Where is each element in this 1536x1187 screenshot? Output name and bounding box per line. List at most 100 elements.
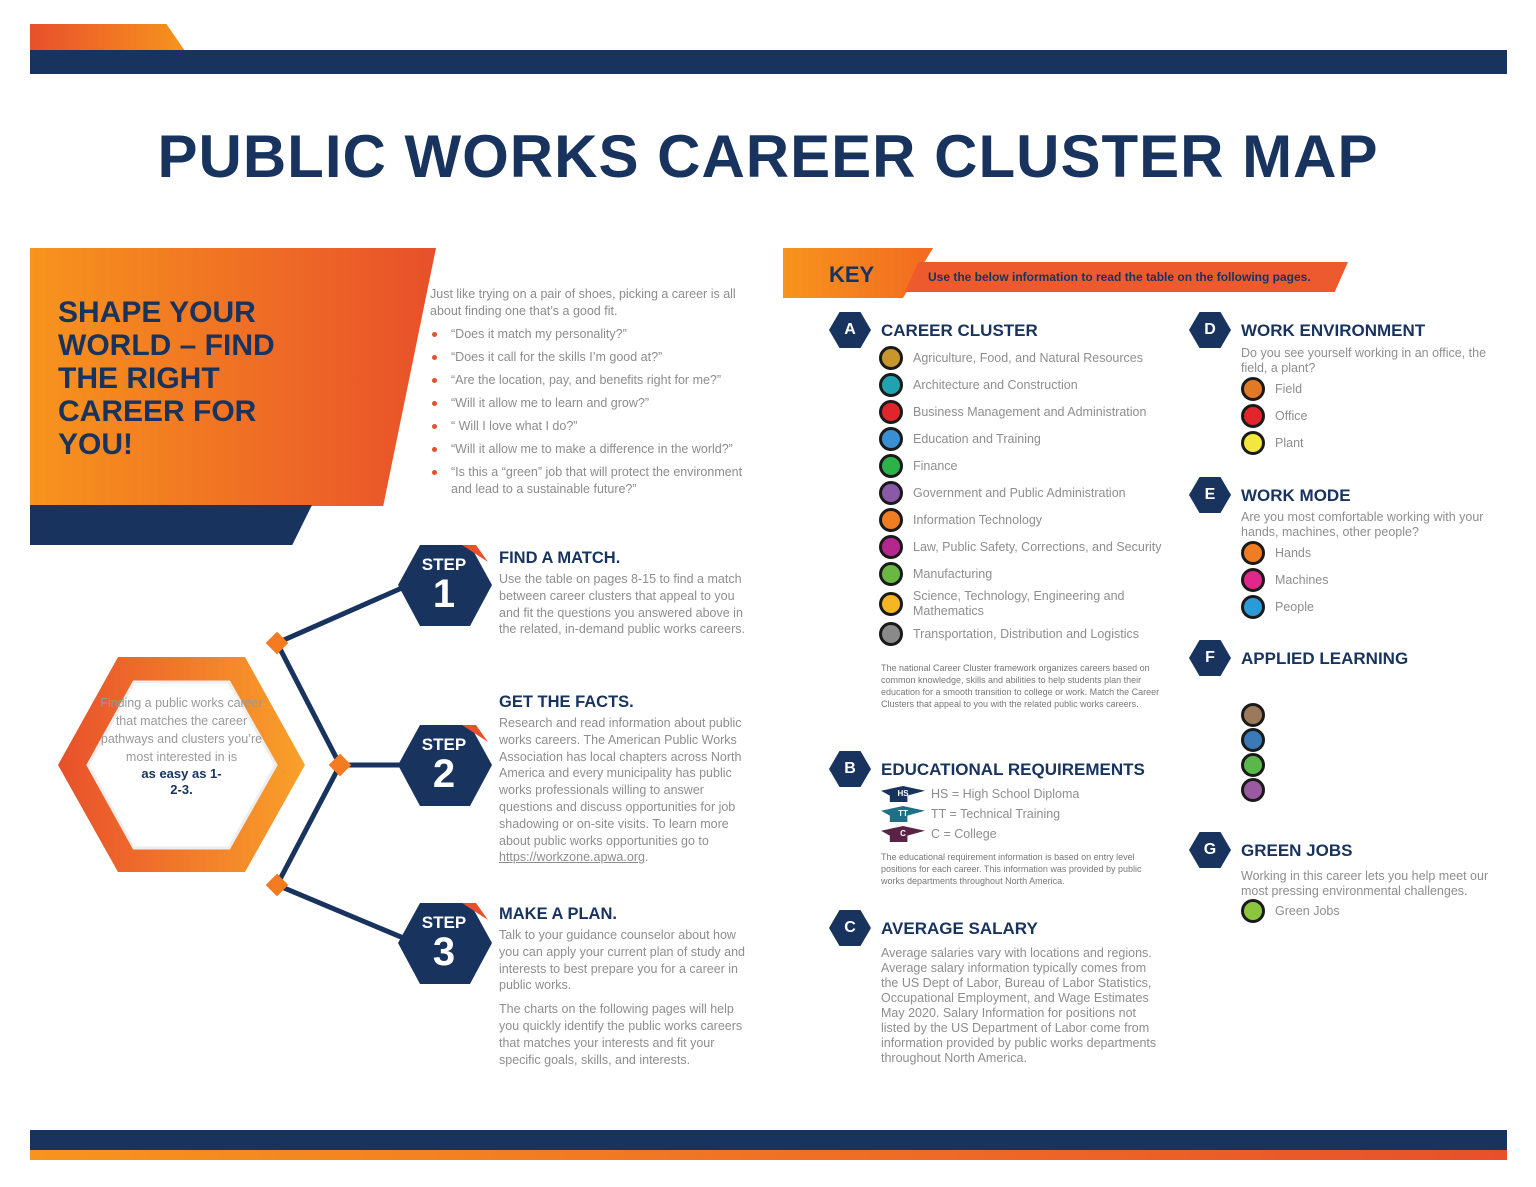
banner-heading: SHAPE YOUR WORLD – FIND THE RIGHT CAREER… [58,296,275,461]
top-navy-bar [30,50,1507,74]
legend-label: Business Management and Administration [913,404,1147,419]
step-hexagons [398,545,492,984]
legend-item: Information Technology [879,508,1169,532]
legend-label: Architecture and Construction [913,377,1078,392]
question-item: “Does it match my personality?” [430,326,760,343]
field-icon [1241,377,1265,401]
legend-item: Business Management and Administration [879,400,1169,424]
work-environment-heading: WORK ENVIRONMENT [1241,321,1426,340]
work-environment-question: Do you see yourself working in an office… [1241,346,1487,375]
banner-orange [30,248,436,506]
legend-item: Agriculture, Food, and Natural Resources [879,346,1169,370]
green-jobs-list: Green Jobs [1241,899,1340,923]
legend-item: Field [1241,377,1307,401]
step-3-badge: STEP 3 [410,913,478,972]
step-heading: MAKE A PLAN. [499,905,617,923]
hexagon-text: Finding a public works career that match… [100,694,263,798]
legend-item: Plant [1241,431,1307,455]
section-f-badge: F [1189,640,1231,676]
legend-item: People [1241,595,1329,619]
section-g-badge: G [1189,832,1231,868]
salary-text: Average salaries vary with locations and… [881,946,1157,1065]
applied-learning-heading: APPLIED LEARNING [1241,649,1409,668]
legend-item: Hands [1241,541,1329,565]
bottom-navy-bar [30,1130,1507,1150]
legend-item: Manufacturing [879,562,1169,586]
legend-label: Law, Public Safety, Corrections, and Sec… [913,539,1162,554]
hexagon-emphasis: as easy as 1-2-3. [141,766,222,797]
intro-lead: Just like trying on a pair of shoes, pic… [430,287,736,318]
education-item: C C = College [881,826,1161,842]
legend-item: Green Jobs [1241,899,1340,923]
step-1-badge: STEP 1 [410,555,478,614]
people-icon [1241,595,1265,619]
applied-learning-icons [1241,703,1275,803]
career-cluster-list: Agriculture, Food, and Natural Resources… [879,346,1169,649]
page-title: PUBLIC WORKS CAREER CLUSTER MAP [157,123,1379,190]
truck-icon [879,622,903,646]
hexagon-body: Finding a public works career that match… [100,696,263,764]
step-punct: . [644,850,649,865]
step-number: 2 [432,752,456,796]
legend-label: Information Technology [913,512,1043,527]
book-icon [1241,703,1265,727]
green-jobs-heading: GREEN JOBS [1241,841,1353,860]
key-bar-red [905,262,1348,292]
legend-label: Finance [913,458,958,473]
work-mode-heading: WORK MODE [1241,486,1351,505]
graduation-cap-icon: C [881,826,925,842]
career-cluster-heading: CAREER CLUSTER [881,321,1038,340]
key-label: KEY [829,262,875,287]
section-e-badge: E [1189,477,1231,513]
legend-item [1241,753,1275,777]
building-icon [879,373,903,397]
education-note: The educational requirement information … [881,852,1142,886]
education-label: HS = High School Diploma [931,786,1080,801]
step-3: MAKE A PLAN. Talk to your guidance couns… [499,905,754,1068]
work-mode-question: Are you most comfortable working with yo… [1241,510,1484,539]
legend-item: Architecture and Construction [879,373,1169,397]
hands-icon [1241,541,1265,565]
banner-navy-bar [30,505,312,545]
step-2-badge: STEP 2 [410,735,478,796]
graduation-cap-icon: TT [881,806,925,822]
connector-diamond [265,631,289,655]
wheat-icon [879,346,903,370]
education-label: C = College [931,826,997,841]
atom-icon [1241,753,1265,777]
legend-item: Law, Public Safety, Corrections, and Sec… [879,535,1169,559]
legend-label: Office [1275,408,1308,423]
step-text: Use the table on pages 8-15 to find a ma… [499,572,745,637]
legend-item [1241,728,1275,752]
section-b-badge: B [829,751,871,787]
step-body: Research and read information about publ… [499,716,742,848]
step-text: Talk to your guidance counselor about ho… [499,928,745,993]
legend-label: People [1275,599,1314,614]
legend-item: Science, Technology, Engineering and Mat… [879,589,1169,619]
legend-item: Office [1241,404,1307,428]
legend-item: Government and Public Administration [879,481,1169,505]
step-text: Research and read information about publ… [499,715,754,866]
leaf-icon [1241,899,1265,923]
legend-label: Transportation, Distribution and Logisti… [913,626,1140,641]
key-instruction: Use the below information to read the ta… [928,270,1311,284]
top-orange-tab [30,24,185,51]
steps-diagram [58,545,492,984]
step-text-2: The charts on the following pages will h… [499,1002,743,1067]
salary-heading: AVERAGE SALARY [881,919,1038,938]
graduation-icon [879,427,903,451]
calculator-icon [1241,728,1265,752]
step-label: STEP [421,555,467,574]
legend-label: Government and Public Administration [913,485,1126,500]
legend-label: Field [1275,381,1303,396]
flag-icon [879,481,903,505]
computer-icon [879,508,903,532]
brain-icon [1241,778,1265,802]
workzone-link[interactable]: https://workzone.apwa.org [499,850,645,865]
question-list: “Does it match my personality?” “Does it… [430,326,760,498]
step-label: STEP [421,913,467,932]
